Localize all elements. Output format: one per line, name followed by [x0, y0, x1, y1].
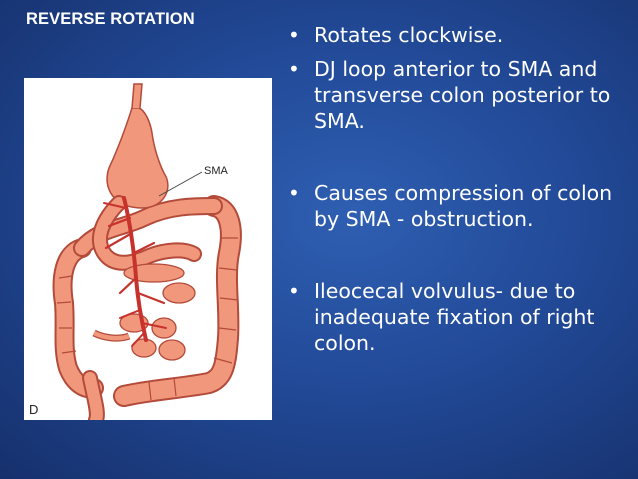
bullet-marker: • [288, 279, 300, 303]
bullet-marker: • [288, 23, 300, 47]
bullet-item: • Causes compression of colon by SMA - o… [284, 180, 624, 232]
bullet-item: • Rotates clockwise. [284, 22, 624, 48]
panel-letter: D [29, 402, 38, 417]
sma-vessels [103, 196, 167, 347]
bullet-list: • Rotates clockwise. • DJ loop anterior … [284, 22, 624, 356]
bullet-marker: • [288, 181, 300, 205]
stomach [106, 107, 169, 209]
bullet-text: Rotates clockwise. [314, 23, 504, 47]
bullet-text: DJ loop anterior to SMA and transverse c… [314, 57, 611, 133]
small-bowel [92, 263, 196, 361]
bullet-text: Causes compression of colon by SMA - obs… [314, 181, 613, 231]
bullet-marker: • [288, 57, 300, 81]
bullet-item: • Ileocecal volvulus- due to inadequate … [284, 278, 624, 356]
sma-label: SMA [204, 165, 229, 177]
anatomy-illustration: SMA D [24, 78, 272, 420]
bullet-item: • DJ loop anterior to SMA and transverse… [284, 56, 624, 134]
bullet-text: Ileocecal volvulus- due to inadequate fi… [314, 279, 595, 355]
sma-pointer [158, 171, 203, 197]
slide-title: REVERSE ROTATION [26, 10, 195, 28]
